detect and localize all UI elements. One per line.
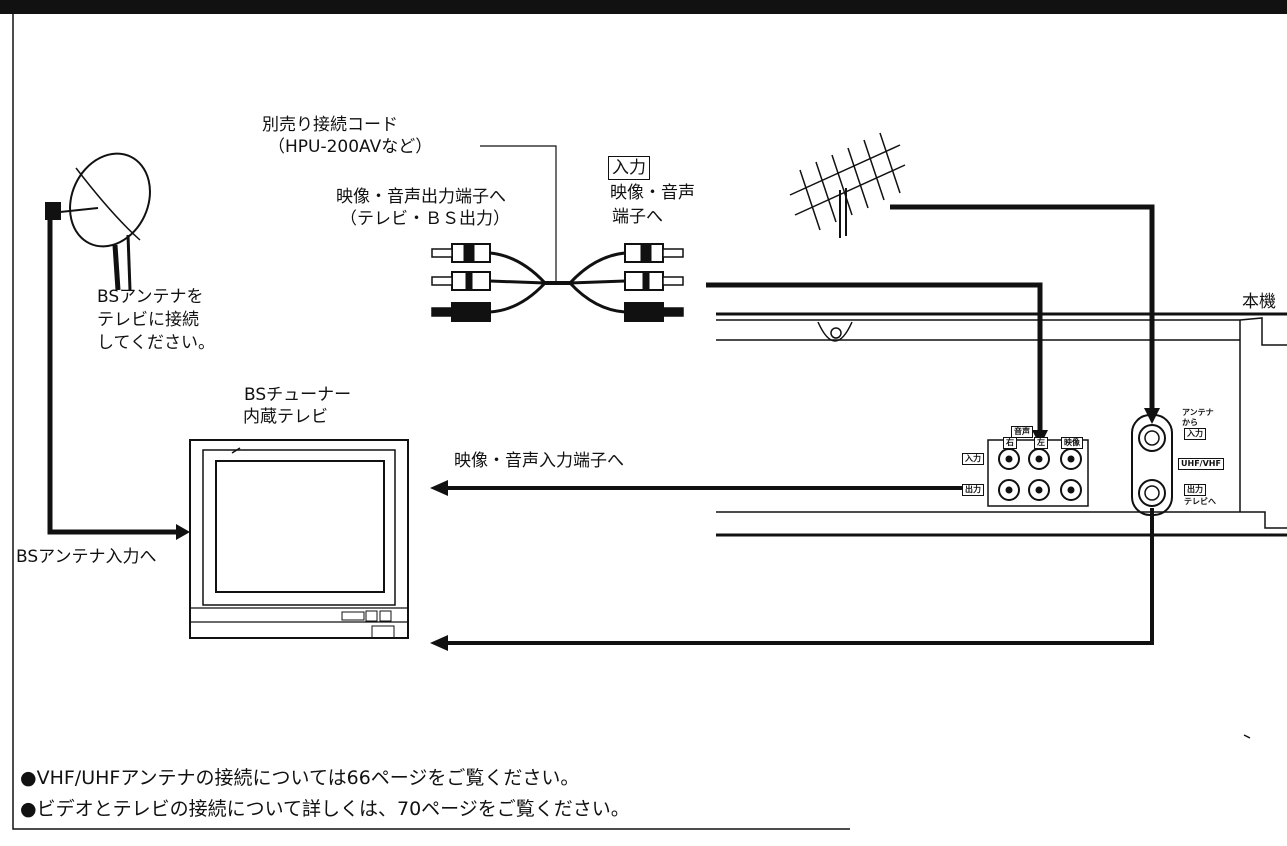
- main-unit-icon: [716, 312, 1287, 537]
- plug-left-3: [431, 302, 491, 322]
- footnote-2: ●ビデオとテレビの接続について詳しくは、70ページをご覧ください。: [20, 798, 630, 820]
- right-plug-label-1: 映像・音声: [610, 183, 695, 203]
- cord-model: （HPU-200AVなど）: [268, 137, 433, 157]
- av-in-cable: [706, 282, 1043, 432]
- page-frame: [12, 14, 850, 830]
- plug-right-1: [624, 243, 684, 263]
- av-terminal-panel: [987, 439, 1089, 507]
- dish-note-1: BSアンテナを: [97, 287, 204, 307]
- satellite-dish-icon: [45, 152, 151, 291]
- tv-label-1: BSチューナー: [244, 385, 352, 405]
- top-bar: [0, 0, 1287, 14]
- dish-note-2: テレビに接続: [97, 310, 199, 330]
- main-unit-label: 本機: [1242, 292, 1276, 312]
- rca-cord-icon: [431, 243, 684, 322]
- panel-to-tv-label: テレビへ: [1184, 497, 1216, 506]
- av-in-label: 映像・音声入力端子へ: [454, 451, 624, 471]
- ant-out-cable: [445, 508, 1154, 645]
- panel-in-label: 入力: [962, 453, 984, 465]
- plug-right-3: [624, 302, 684, 322]
- bs-cable: [47, 219, 178, 535]
- right-plug-label-2: 端子へ: [612, 207, 663, 227]
- panel-ant-in-label: 入力: [1184, 428, 1206, 440]
- panel-ant-out-label: 出力: [1184, 484, 1206, 496]
- stray-mark: [1243, 734, 1251, 739]
- bs-cable-arrow: [176, 524, 190, 540]
- panel-left-label: 左: [1034, 437, 1048, 449]
- plug-left-1: [431, 243, 491, 263]
- antenna-terminal-panel: [1131, 414, 1173, 516]
- av-out-cable-arrow: [430, 480, 448, 496]
- footnote-1: ●VHF/UHFアンテナの接続については66ページをご覧ください。: [20, 767, 580, 789]
- cord-title: 別売り接続コード: [262, 115, 398, 135]
- ant-out-cable-arrow: [430, 635, 448, 651]
- panel-uhf-vhf-label: UHF/VHF: [1178, 458, 1224, 470]
- right-plug-input-box: 入力: [608, 156, 650, 180]
- panel-ant-from-label: アンテナから: [1182, 408, 1214, 427]
- bs-in-label: BSアンテナ入力へ: [16, 547, 157, 567]
- panel-video-label: 映像: [1061, 437, 1083, 449]
- tv-label-2: 内蔵テレビ: [243, 407, 328, 427]
- panel-audio-label: 音声: [1011, 426, 1033, 438]
- panel-out-label: 出力: [962, 484, 984, 496]
- cord-leader-line: [480, 145, 557, 282]
- plug-left-2: [431, 271, 491, 291]
- dish-note-3: してください。: [97, 333, 215, 353]
- yagi-antenna-icon: [789, 132, 906, 238]
- panel-right-label: 右: [1003, 437, 1017, 449]
- left-plug-label-2: （テレビ・ＢＳ出力）: [340, 209, 510, 229]
- left-plug-label-1: 映像・音声出力端子へ: [336, 187, 506, 207]
- antenna-cable: [890, 204, 1155, 410]
- plug-right-2: [624, 271, 684, 291]
- tv-icon: [189, 439, 409, 639]
